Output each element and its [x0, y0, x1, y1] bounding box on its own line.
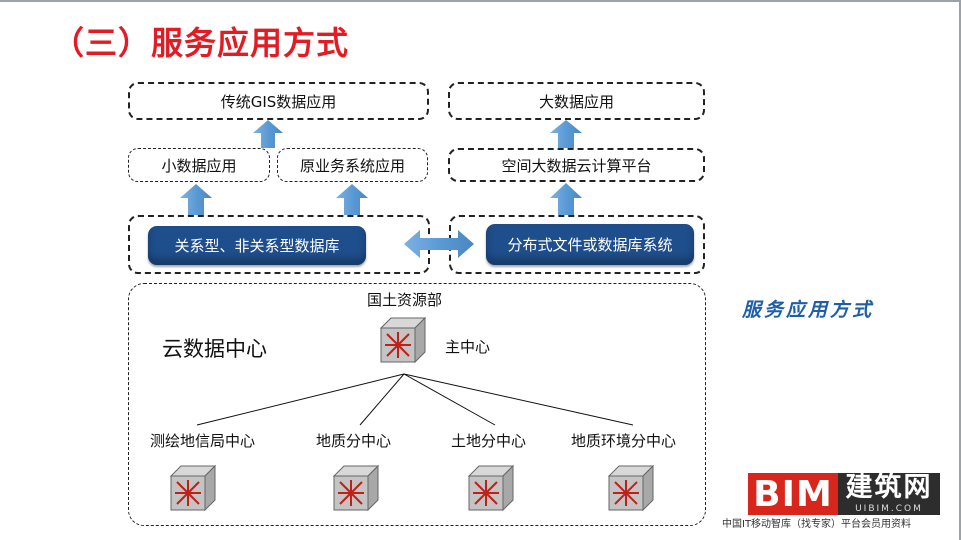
- watermark-footer: 中国IT移动智库（找专家）平台会员用资料: [722, 519, 912, 530]
- switch-icon: [467, 464, 515, 512]
- relational-db-pill: 关系型、非关系型数据库: [148, 226, 366, 265]
- watermark-logo-cn-block: 建筑网 UIBIM.COM: [838, 473, 940, 515]
- switch-icon: [607, 464, 655, 512]
- up-arrow-icon: [336, 184, 368, 215]
- double-arrow-icon: [404, 230, 474, 258]
- original-business-app-box: 原业务系统应用: [277, 148, 428, 182]
- big-data-app-box: 大数据应用: [448, 82, 705, 120]
- right-border: [959, 0, 961, 540]
- page-title: （三）服务应用方式: [52, 24, 350, 62]
- switch-icon: [332, 464, 380, 512]
- cloud-center-box: [128, 283, 706, 526]
- switch-icon: [379, 316, 427, 364]
- main-node-name: 国土资源部: [367, 291, 443, 309]
- traditional-gis-box: 传统GIS数据应用: [128, 82, 429, 120]
- branch-label-land: 土地分中心: [451, 432, 527, 450]
- distributed-fs-pill: 分布式文件或数据库系统: [486, 224, 694, 265]
- main-node-role: 主中心: [445, 338, 491, 356]
- cloud-platform-box: 空间大数据云计算平台: [448, 148, 705, 182]
- branch-label-surveying: 测绘地信局中心: [150, 432, 256, 450]
- up-arrow-icon: [253, 120, 283, 148]
- watermark-logo-bim: BIM: [748, 473, 838, 515]
- side-label: 服务应用方式: [742, 299, 875, 321]
- branch-label-geology: 地质分中心: [316, 432, 392, 450]
- switch-icon: [169, 464, 217, 512]
- up-arrow-icon: [550, 120, 582, 148]
- up-arrow-icon: [180, 184, 212, 215]
- top-border: [0, 0, 961, 2]
- up-arrow-icon: [550, 183, 582, 215]
- small-data-app-box: 小数据应用: [128, 148, 270, 182]
- watermark-logo-url: UIBIM.COM: [855, 504, 923, 514]
- branch-label-geo-environment: 地质环境分中心: [571, 432, 677, 450]
- cloud-center-label: 云数据中心: [162, 337, 267, 361]
- watermark-logo-cn: 建筑网: [845, 472, 933, 503]
